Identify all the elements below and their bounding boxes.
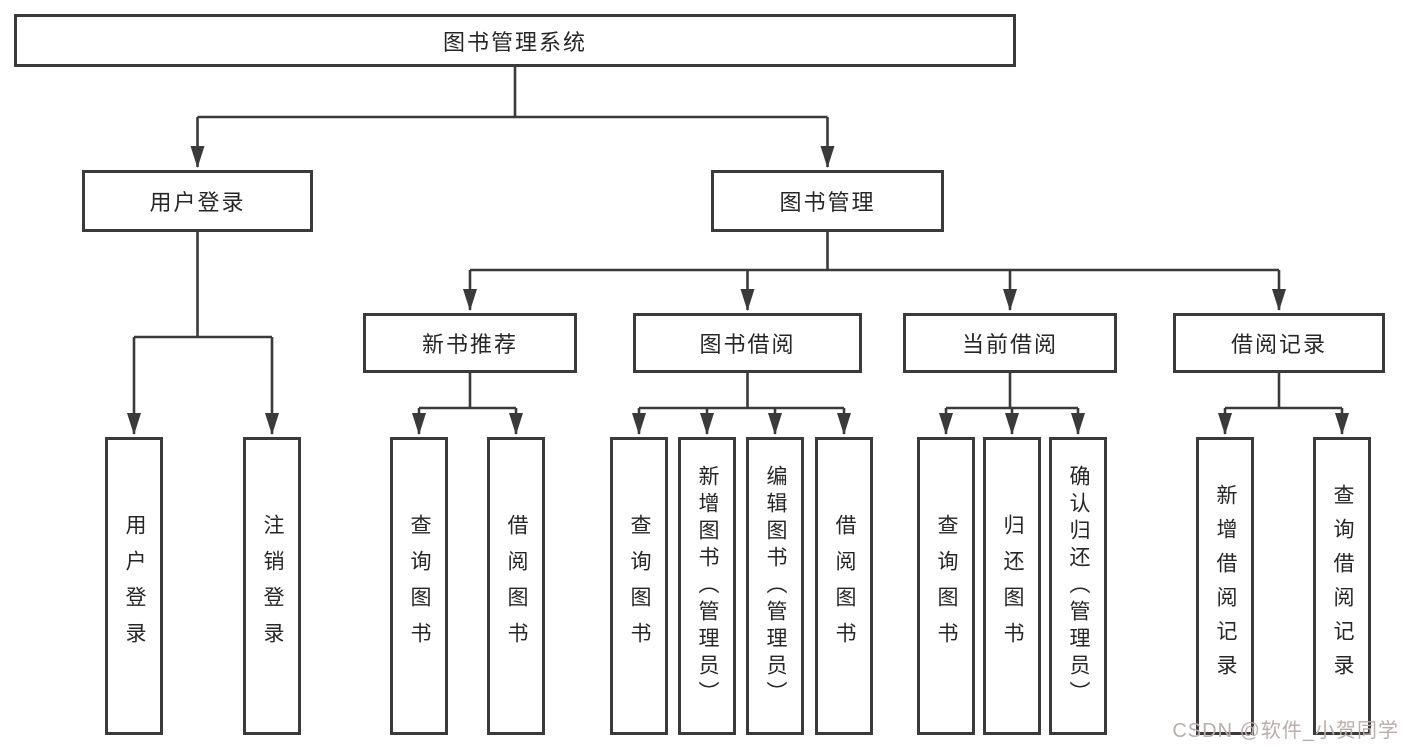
leaf-records-query-record: 查询借阅记录 <box>1313 437 1371 735</box>
node-new-books: 新书推荐 <box>363 313 577 373</box>
leaf-newbooks-query-books: 查询图书 <box>390 437 448 735</box>
leaf-current-return-books: 归还图书 <box>983 437 1041 735</box>
csdn-watermark: CSDN @软件_小贺同学 <box>1172 720 1399 742</box>
leaf-borrow-borrow-books: 借阅图书 <box>815 437 873 735</box>
node-root-library-system: 图书管理系统 <box>14 14 1016 67</box>
leaf-records-add-record: 新增借阅记录 <box>1196 437 1254 735</box>
node-user-login: 用户登录 <box>82 170 313 232</box>
leaf-borrow-add-books-admin: 新增图书（管理员） <box>678 437 736 735</box>
node-book-management: 图书管理 <box>711 170 944 232</box>
leaf-current-query-books: 查询图书 <box>917 437 975 735</box>
node-book-borrow: 图书借阅 <box>633 313 862 373</box>
node-current-borrow: 当前借阅 <box>903 313 1117 373</box>
leaf-borrow-edit-books-admin: 编辑图书（管理员） <box>746 437 804 735</box>
leaf-user-login: 用户登录 <box>105 437 163 735</box>
leaf-newbooks-borrow-books: 借阅图书 <box>487 437 545 735</box>
leaf-borrow-query-books: 查询图书 <box>610 437 668 735</box>
leaf-logout: 注销登录 <box>243 437 301 735</box>
node-borrow-records: 借阅记录 <box>1173 313 1385 373</box>
leaf-current-confirm-return-admin: 确认归还（管理员） <box>1049 437 1107 735</box>
connector-rails <box>134 66 1342 410</box>
